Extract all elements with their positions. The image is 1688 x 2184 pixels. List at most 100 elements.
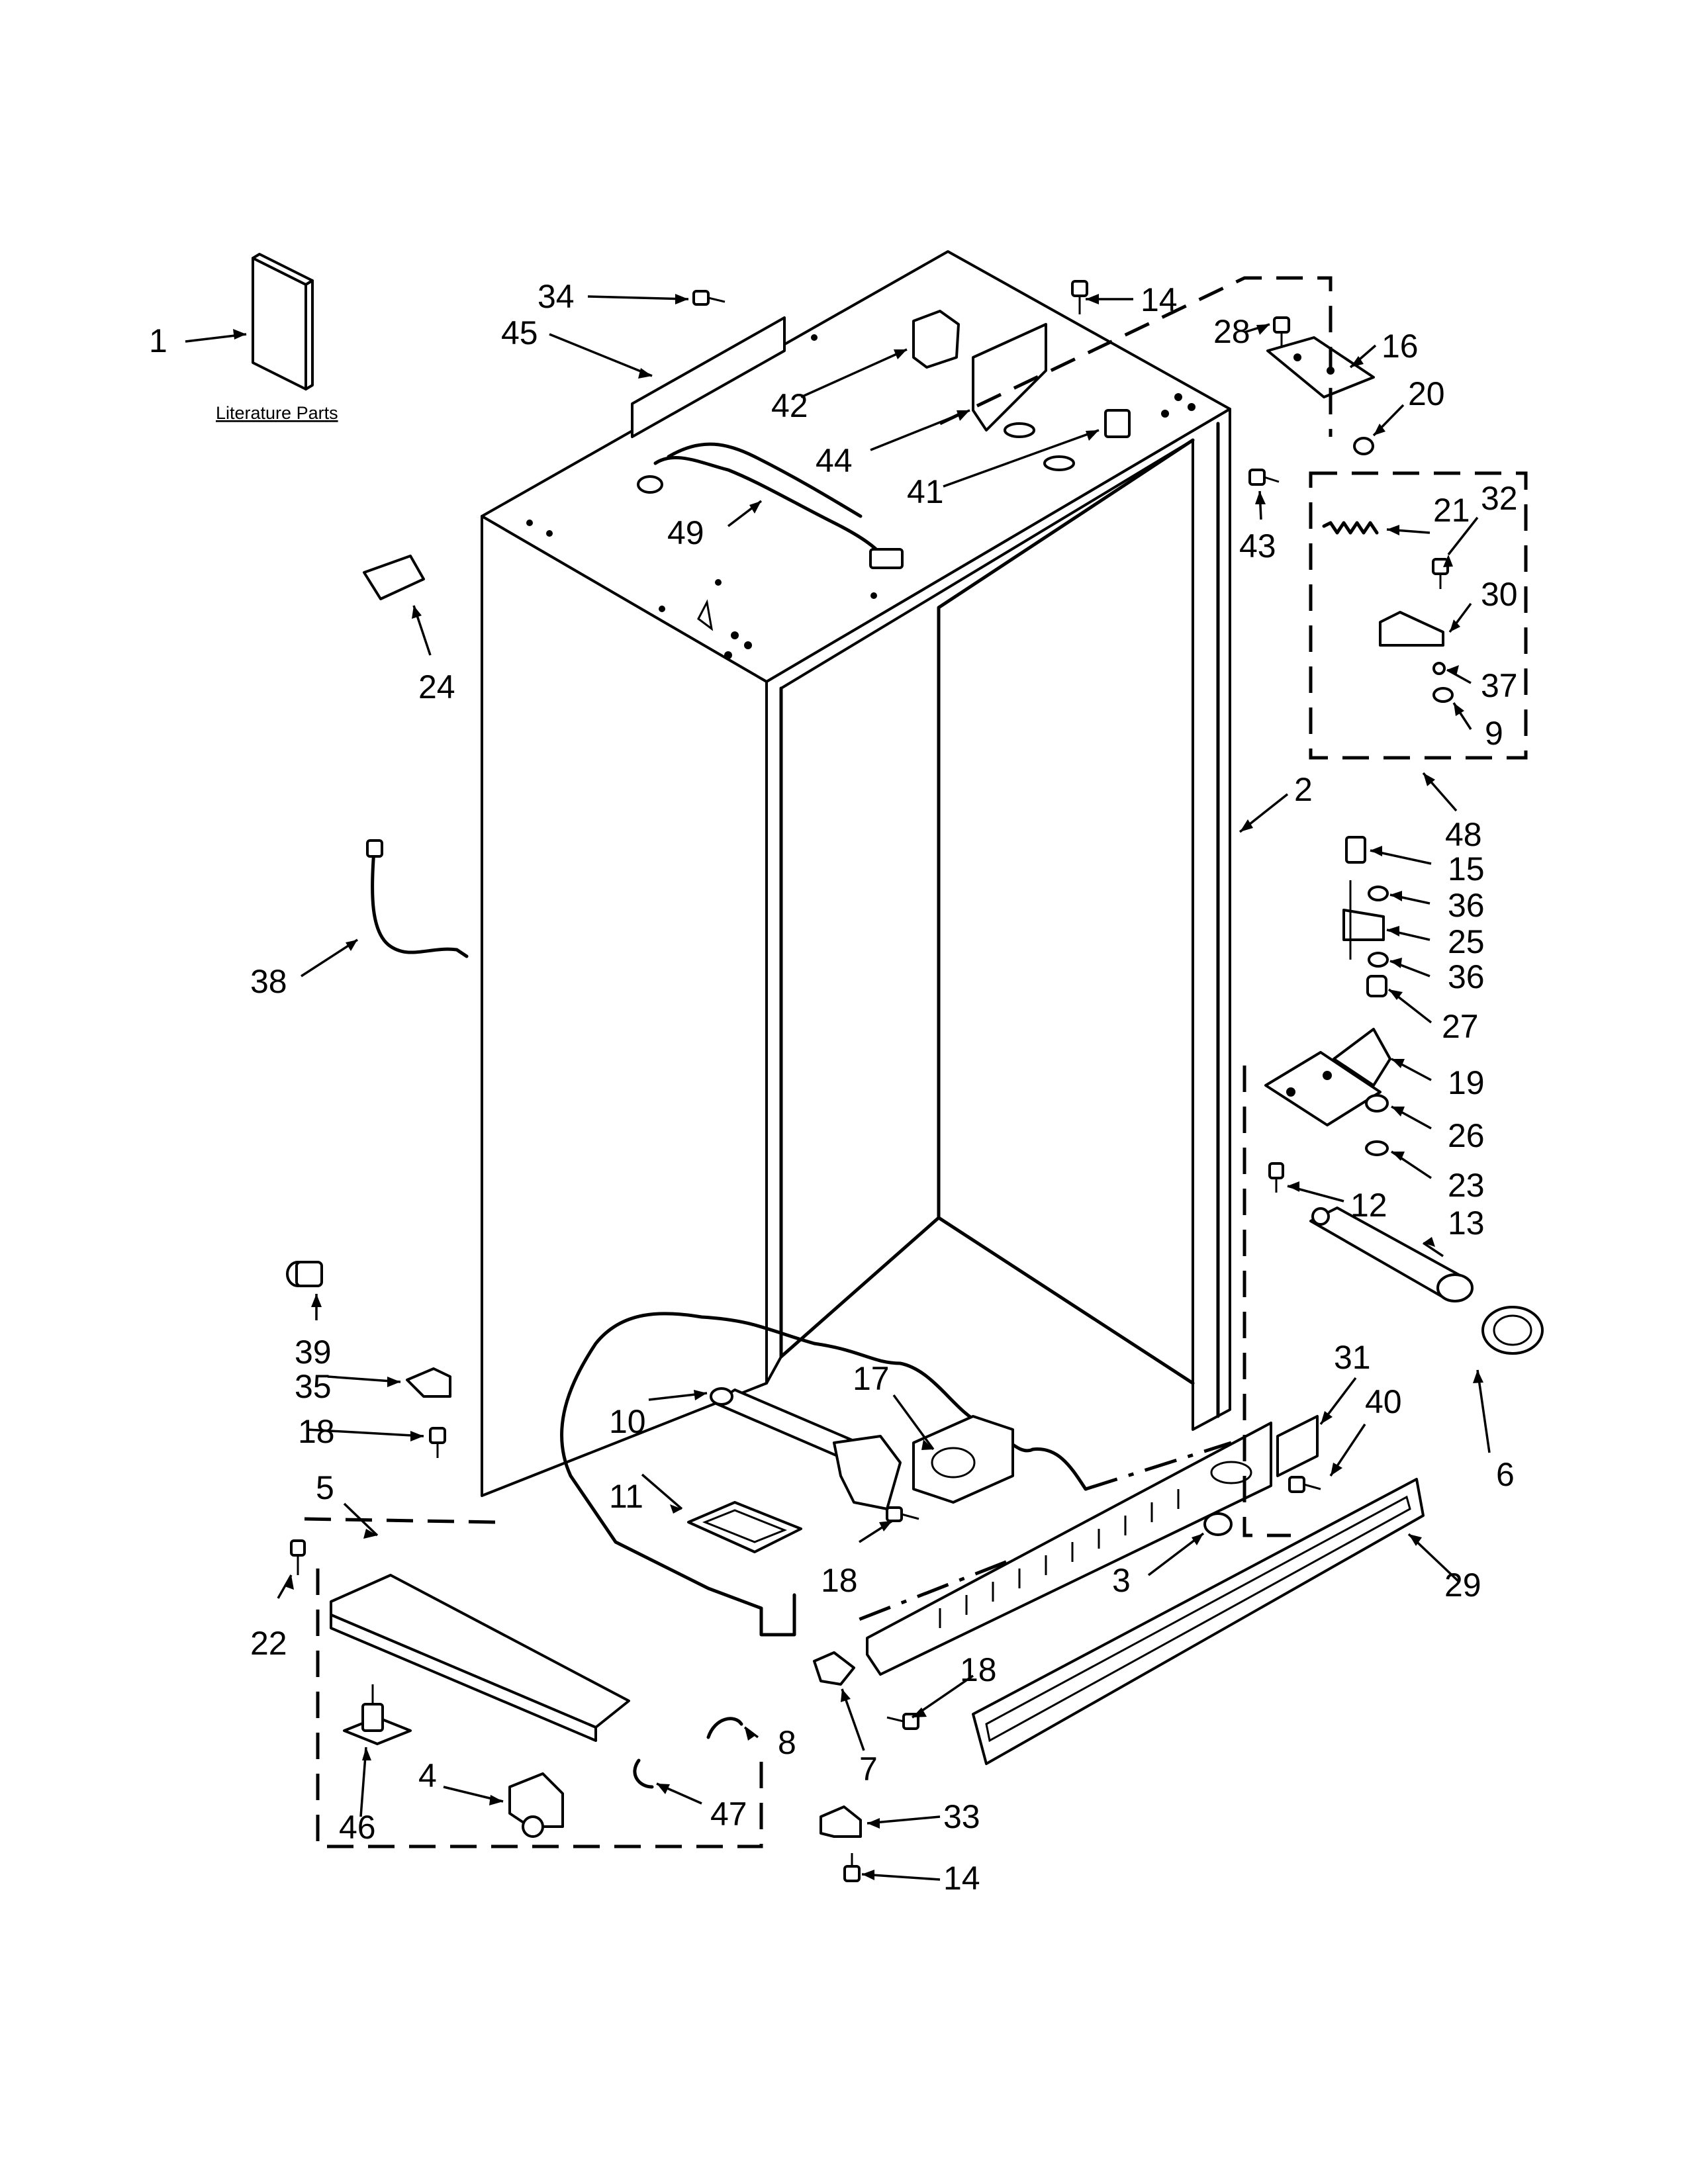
callout-47[interactable]: 47	[710, 1796, 747, 1833]
part-16-top-hinge[interactable]	[1266, 336, 1375, 398]
part-24-clip[interactable]	[363, 555, 425, 600]
part-38-water-tube[interactable]	[366, 839, 469, 958]
callout-9[interactable]: 9	[1485, 715, 1503, 752]
part-11-tray[interactable]	[687, 1501, 802, 1553]
part-14-screw-bottom[interactable]	[843, 1853, 861, 1882]
callout-12[interactable]: 12	[1350, 1187, 1387, 1224]
callout-2[interactable]: 2	[1294, 771, 1313, 808]
part-27-bushing[interactable]	[1366, 975, 1387, 997]
part-25-hinge-bracket[interactable]	[1342, 880, 1385, 960]
callout-21[interactable]: 21	[1433, 492, 1470, 529]
callout-13[interactable]: 13	[1448, 1205, 1485, 1242]
part-44-shield[interactable]	[972, 323, 1047, 432]
part-8-tube[interactable]	[706, 1717, 743, 1739]
part-12-screw[interactable]	[1268, 1162, 1284, 1193]
callout-43[interactable]: 43	[1239, 527, 1276, 565]
part-7-bracket[interactable]	[813, 1651, 855, 1686]
part-33-bracket[interactable]	[820, 1805, 862, 1838]
callout-37[interactable]: 37	[1481, 667, 1518, 704]
callout-42[interactable]: 42	[771, 387, 808, 424]
part-36-washer-bottom[interactable]	[1368, 952, 1389, 968]
part-40-screw[interactable]	[1288, 1476, 1321, 1493]
callout-8[interactable]: 8	[778, 1724, 796, 1761]
callout-27[interactable]: 27	[1442, 1008, 1479, 1045]
callout-36[interactable]: 36	[1448, 887, 1485, 924]
part-36-washer-top[interactable]	[1368, 886, 1389, 901]
part-22-screw[interactable]	[290, 1539, 306, 1575]
callout-38[interactable]: 38	[250, 963, 287, 1000]
callout-26[interactable]: 26	[1448, 1117, 1485, 1154]
callout-3[interactable]: 3	[1112, 1562, 1131, 1599]
part-42-connector[interactable]	[912, 310, 960, 369]
callout-15[interactable]: 15	[1448, 850, 1485, 887]
callout-30[interactable]: 30	[1481, 576, 1518, 613]
part-37-pin[interactable]	[1432, 662, 1446, 675]
callout-6[interactable]: 6	[1496, 1456, 1515, 1493]
callout-44[interactable]: 44	[816, 442, 853, 479]
part-39-grommet[interactable]	[286, 1261, 323, 1287]
part-41-switch[interactable]	[1104, 409, 1131, 438]
part-43-screw[interactable]	[1248, 469, 1280, 486]
callout-11[interactable]: 11	[609, 1478, 643, 1515]
part-31-bracket[interactable]	[1276, 1415, 1319, 1477]
callout-45[interactable]: 45	[501, 314, 538, 351]
callout-35[interactable]: 35	[295, 1368, 332, 1405]
callout-18c[interactable]: 18	[960, 1651, 997, 1688]
callout-23[interactable]: 23	[1448, 1167, 1485, 1204]
part-4-roller[interactable]	[508, 1772, 564, 1838]
part-21-spring[interactable]	[1322, 521, 1379, 535]
part-32-screw[interactable]	[1432, 558, 1449, 589]
callout-14b[interactable]: 14	[943, 1860, 980, 1897]
callout-46[interactable]: 46	[339, 1809, 376, 1846]
part-14-screw-top[interactable]	[1071, 280, 1088, 314]
part-47-clip[interactable]	[633, 1758, 654, 1789]
part-20-hinge-bolt[interactable]	[1353, 437, 1374, 455]
part-18-screw-left[interactable]	[429, 1427, 446, 1458]
part-23-shim[interactable]	[1365, 1140, 1389, 1156]
callout-48[interactable]: 48	[1445, 816, 1482, 853]
callout-4[interactable]: 4	[418, 1757, 437, 1794]
callout-28[interactable]: 28	[1213, 313, 1250, 350]
callout-34[interactable]: 34	[538, 278, 575, 315]
callout-29[interactable]: 29	[1444, 1567, 1481, 1604]
part-1-literature-booklet[interactable]	[252, 253, 314, 390]
part-26-lower-hinge[interactable]	[1264, 1051, 1389, 1126]
part-5-front-frame[interactable]	[330, 1574, 630, 1742]
callout-5[interactable]: 5	[316, 1469, 334, 1506]
part-46-leveler[interactable]	[343, 1684, 412, 1745]
callout-14[interactable]: 14	[1141, 281, 1178, 318]
callout-10[interactable]: 10	[609, 1403, 646, 1440]
part-18-screw-a[interactable]	[886, 1506, 919, 1522]
part-9-cam[interactable]	[1432, 687, 1454, 703]
callout-41[interactable]: 41	[907, 473, 944, 510]
callout-39[interactable]: 39	[295, 1334, 332, 1371]
callout-7[interactable]: 7	[859, 1751, 878, 1788]
callout-36b[interactable]: 36	[1448, 958, 1485, 995]
callout-18[interactable]: 18	[298, 1413, 335, 1450]
part-35-bracket[interactable]	[406, 1367, 451, 1398]
callout-18b[interactable]: 18	[821, 1562, 858, 1599]
callout-49[interactable]: 49	[667, 514, 704, 551]
callout-24[interactable]: 24	[418, 668, 455, 705]
callout-22[interactable]: 22	[250, 1625, 287, 1662]
part-6-filter-cap[interactable]	[1481, 1306, 1544, 1355]
part-34-screw[interactable]	[692, 290, 726, 306]
callout-16[interactable]: 16	[1382, 328, 1419, 365]
callout-31[interactable]: 31	[1334, 1339, 1371, 1376]
part-3-grommet[interactable]	[1203, 1512, 1233, 1536]
callout-40[interactable]: 40	[1365, 1383, 1402, 1420]
part-45-rear-bracket[interactable]	[631, 316, 786, 438]
part-29-kick-plate[interactable]	[972, 1478, 1425, 1765]
part-13-water-filter[interactable]	[1309, 1206, 1474, 1302]
callout-20[interactable]: 20	[1408, 375, 1445, 412]
part-10-tube-assembly[interactable]	[710, 1387, 902, 1510]
callout-33[interactable]: 33	[943, 1798, 980, 1835]
callout-32[interactable]: 32	[1481, 480, 1518, 517]
callout-1[interactable]: 1	[149, 322, 167, 359]
callout-19[interactable]: 19	[1448, 1064, 1485, 1101]
part-19-hinge-cover[interactable]	[1333, 1028, 1391, 1087]
part-18-screw-b[interactable]	[886, 1713, 919, 1730]
part-49-wire-harness[interactable]	[637, 442, 904, 569]
part-30-bracket[interactable]	[1379, 611, 1444, 647]
part-17-bracket[interactable]	[912, 1415, 1014, 1504]
